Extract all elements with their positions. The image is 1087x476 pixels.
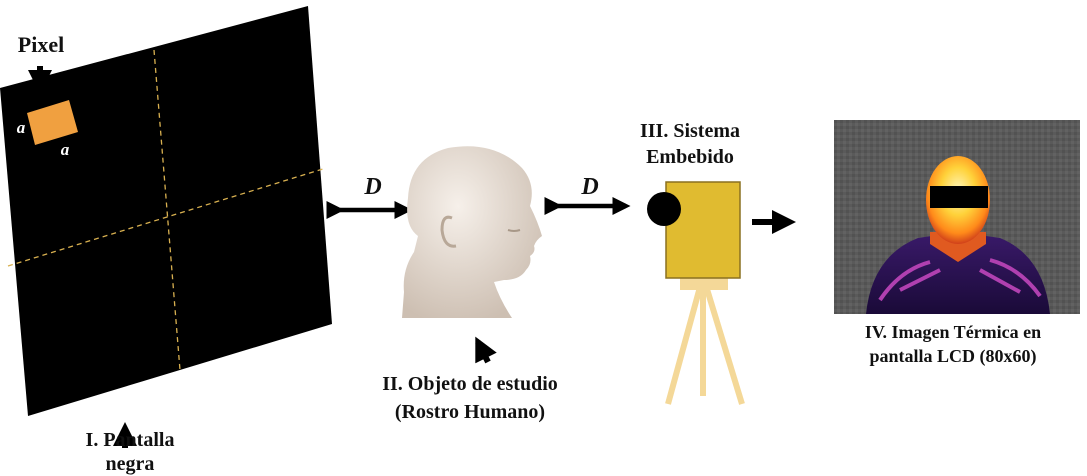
black-screen: [0, 6, 332, 416]
tripod-leg-right: [700, 275, 745, 405]
device-box: [665, 181, 741, 279]
subject-label: II. Objeto de estudio (Rostro Humano): [382, 373, 558, 423]
subject-arrow: [475, 336, 497, 364]
pixel-square: [27, 100, 78, 145]
system-label: III. Sistema Embebido: [639, 120, 740, 168]
pixel-side-label-2: a: [60, 140, 70, 159]
thermal-image: [834, 120, 1080, 314]
pixel-side-label-1: a: [16, 118, 26, 137]
thermal-image-label: IV. Imagen Térmica en pantalla LCD (80x6…: [864, 322, 1042, 366]
tripod-leg-left: [665, 275, 706, 405]
horizontal-guide-line: [7, 167, 327, 267]
distance-label-2: D: [581, 174, 599, 200]
pixel-label: Pixel: [17, 32, 65, 57]
screen-label: I. Pantalla negra: [85, 429, 175, 475]
distance-label-1: D: [364, 174, 382, 200]
eye-censor-bar: [930, 186, 988, 208]
human-head: [402, 146, 542, 318]
camera-lens: [647, 192, 681, 226]
embedded-system: [647, 181, 745, 405]
